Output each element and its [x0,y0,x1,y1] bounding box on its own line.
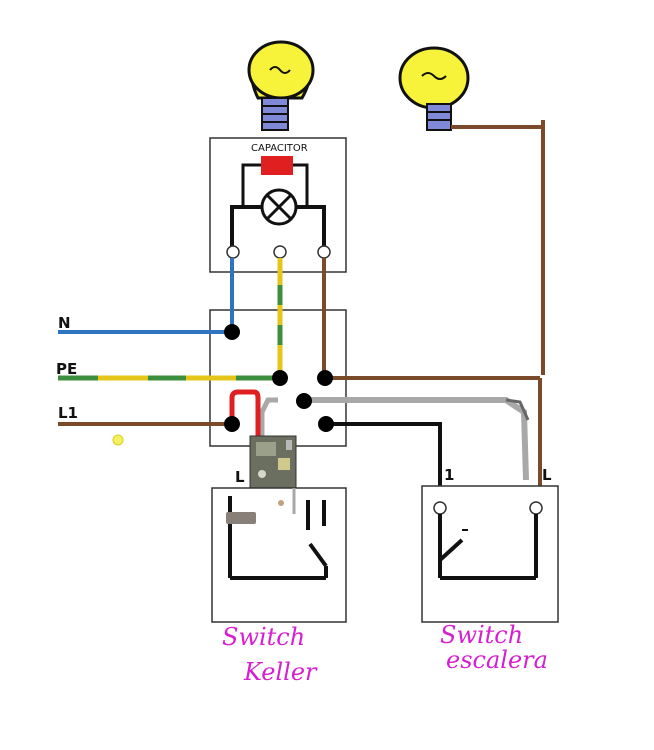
right-lamp-wire [451,120,545,375]
connection-dot [272,370,288,386]
capacitor-icon [261,156,293,175]
switch-escalera-label-line2: escalera [446,646,548,674]
terminal-l-left-label: L [235,468,245,486]
switch-escalera-label-line1: Switch [440,621,523,649]
lamp-terminal [317,245,331,259]
live-wire-red [229,389,261,440]
terminal-1-label: 1 [444,466,454,484]
lamp-bulb-left-icon [247,40,315,131]
earth-label: PE [56,360,77,378]
terminal-l-right-label: L [542,466,552,484]
capacitor-label: CAPACITOR [251,143,308,154]
switched-wire-black [326,422,442,500]
connection-dot [317,370,333,386]
switch-keller-label-line2: Keller [243,658,318,686]
lamp-junction-box: CAPACITOR [209,137,347,273]
lamp-symbol-icon [260,188,298,226]
traveller-wire-gray [259,397,530,481]
connection-dot [296,393,312,409]
connection-dot [224,324,240,340]
switch-keller-label-line1: Switch [222,623,305,651]
lamp-terminal [226,245,240,259]
neutral-wire [58,258,234,334]
neutral-label: N [58,314,71,332]
live-label: L1 [58,404,78,422]
lamp-bulb-right-icon [398,46,470,131]
lamp-terminal [273,245,287,259]
marker-dot-icon [112,434,124,446]
lamp-switched-wire [322,258,542,500]
switch-keller-box: L [211,468,347,623]
earth-wire [58,258,283,381]
switch-escalera-box: 1 L [421,466,559,623]
smart-relay-module-icon [249,435,297,500]
connection-dot [318,416,334,432]
connection-dot [224,416,240,432]
